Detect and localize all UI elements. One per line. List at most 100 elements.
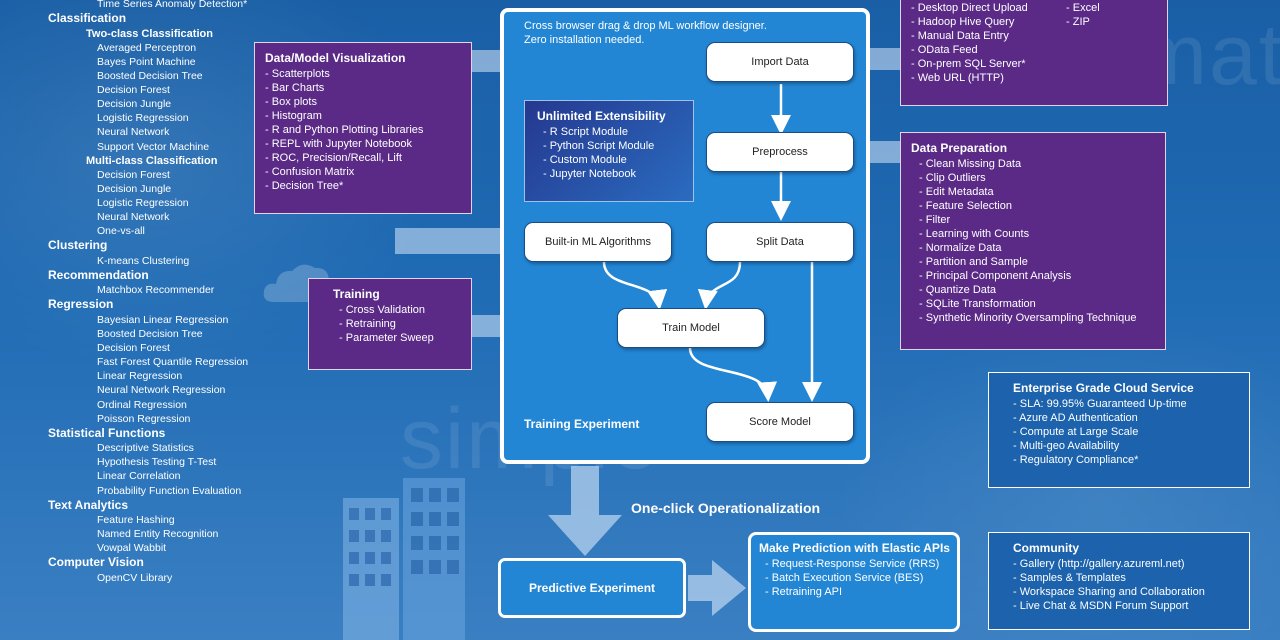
visualization-list: ScatterplotsBar ChartsBox plotsHistogram… [265, 67, 461, 193]
node-split-data[interactable]: Split Data [706, 222, 854, 262]
node-import-data[interactable]: Import Data [706, 42, 854, 82]
visualization-item: REPL with Jupyter Notebook [265, 137, 461, 151]
community-item: Gallery (http://gallery.azureml.net) [1013, 557, 1239, 571]
catalog-item: Vowpal Wabbit [97, 542, 167, 555]
visualization-item: R and Python Plotting Libraries [265, 123, 461, 137]
training-experiment-panel: Cross browser drag & drop ML workflow de… [500, 8, 870, 464]
building-icon [343, 478, 465, 640]
visualization-item: Bar Charts [265, 81, 461, 95]
catalog-item: Decision Forest [97, 342, 170, 355]
catalog-item: Feature Hashing [97, 514, 175, 527]
visualization-item: Box plots [265, 95, 461, 109]
catalog-item: Neural Network [97, 126, 170, 139]
catalog-item: Decision Forest [97, 168, 170, 181]
catalog-item: Linear Correlation [97, 470, 181, 483]
extensibility-item: Custom Module [543, 153, 681, 167]
cloud-service-item: SLA: 99.95% Guaranteed Up-time [1013, 397, 1239, 411]
data-sources-box: Desktop Direct UploadHadoop Hive QueryMa… [900, 0, 1168, 106]
catalog-item: Descriptive Statistics [97, 442, 194, 455]
visualization-item: Histogram [265, 109, 461, 123]
node-score-model[interactable]: Score Model [706, 402, 854, 442]
panel-label: Training Experiment [524, 417, 640, 431]
catalog-heading: Statistical Functions [48, 425, 166, 440]
cloud-service-item: Compute at Large Scale [1013, 425, 1239, 439]
node-built-in-ml-algorithms[interactable]: Built-in ML Algorithms [524, 222, 672, 262]
catalog-item: OpenCV Library [97, 571, 173, 584]
visualization-box: Data/Model Visualization ScatterplotsBar… [254, 42, 472, 214]
visualization-item: Scatterplots [265, 67, 461, 81]
catalog-item: Logistic Regression [97, 112, 189, 125]
catalog-item: Boosted Decision Tree [97, 70, 203, 82]
training-title: Training [333, 287, 380, 301]
extensibility-item: Python Script Module [543, 139, 681, 153]
catalog-item: Matchbox Recommender [97, 284, 215, 297]
catalog-heading: Computer Vision [48, 555, 144, 570]
data-preparation-item: Normalize Data [919, 241, 1155, 255]
data-source-item: OData Feed [911, 43, 1066, 57]
arrow-down-to-predictive [548, 466, 622, 556]
make-prediction-list: Request-Response Service (RRS)Batch Exec… [759, 557, 949, 599]
catalog-item: Decision Forest [97, 84, 170, 97]
data-format-item: Excel [1066, 1, 1100, 15]
data-preparation-list: Clean Missing DataClip OutliersEdit Meta… [911, 157, 1155, 325]
catalog-item: Named Entity Recognition [97, 528, 219, 541]
arrow-builtin-to-train [602, 261, 668, 310]
extensibility-item: Jupyter Notebook [543, 167, 681, 181]
visualization-item: ROC, Precision/Recall, Lift [265, 151, 461, 165]
extensibility-box: Unlimited Extensibility R Script ModuleP… [524, 100, 694, 202]
catalog-item: Time Series Anomaly Detection* [97, 0, 248, 11]
visualization-item: Confusion Matrix [265, 165, 461, 179]
catalog-heading: Text Analytics [48, 497, 129, 512]
one-click-operationalization-label: One-click Operationalization [631, 500, 821, 516]
catalog-item: Boosted Decision Tree [97, 328, 203, 340]
make-prediction-title: Make Prediction with Elastic APIs [759, 541, 950, 555]
cloud-service-item: Azure AD Authentication [1013, 411, 1239, 425]
panel-description: Cross browser drag & drop ML workflow de… [524, 19, 824, 47]
catalog-item: Poisson Regression [97, 412, 191, 425]
training-item: Parameter Sweep [339, 331, 461, 345]
catalog-item: Ordinal Regression [97, 398, 187, 411]
visualization-item: Decision Tree* [265, 179, 461, 193]
prediction-api-item: Batch Execution Service (BES) [765, 571, 949, 585]
data-preparation-item: Filter [919, 213, 1155, 227]
catalog-heading: Recommendation [48, 267, 149, 282]
algorithm-catalog: Principal Component Analysis-Based Anoma… [0, 0, 260, 640]
data-source-item: Manual Data Entry [911, 29, 1066, 43]
catalog-item: Linear Regression [97, 370, 183, 383]
data-preparation-item: SQLite Transformation [919, 297, 1155, 311]
cloud-service-box: Enterprise Grade Cloud Service SLA: 99.9… [988, 372, 1250, 488]
make-prediction-box: Make Prediction with Elastic APIs Reques… [748, 532, 960, 632]
catalog-item: Fast Forest Quantile Regression [97, 356, 249, 369]
node-train-model[interactable]: Train Model [617, 308, 765, 348]
arrow-train-to-score [688, 347, 778, 402]
cloud-service-title: Enterprise Grade Cloud Service [1013, 381, 1194, 395]
catalog-item: One-vs-all [97, 225, 145, 238]
data-preparation-title: Data Preparation [911, 141, 1008, 155]
panel-description-line-1: Cross browser drag & drop ML workflow de… [524, 20, 767, 32]
cloud-service-item: Multi-geo Availability [1013, 439, 1239, 453]
community-title: Community [1013, 541, 1079, 555]
catalog-item: Hypothesis Testing T-Test [97, 456, 217, 469]
data-preparation-box: Data Preparation Clean Missing DataClip … [900, 132, 1166, 350]
data-sources-list: Desktop Direct UploadHadoop Hive QueryMa… [911, 1, 1066, 85]
catalog-item: Neural Network Regression [97, 384, 226, 397]
catalog-item: Logistic Regression [97, 196, 189, 209]
data-preparation-item: Edit Metadata [919, 185, 1155, 199]
data-preparation-item: Clean Missing Data [919, 157, 1155, 171]
data-preparation-item: Quantize Data [919, 283, 1155, 297]
catalog-item: Bayesian Linear Regression [97, 313, 229, 326]
catalog-heading: Clustering [48, 238, 108, 253]
predictive-experiment-box[interactable]: Predictive Experiment [498, 558, 686, 618]
catalog-item: Decision Jungle [97, 182, 172, 195]
catalog-heading: Two-class Classification [86, 27, 213, 40]
catalog-item: Neural Network [97, 211, 170, 223]
extensibility-list: R Script ModulePython Script ModuleCusto… [537, 125, 681, 181]
data-source-item: Web URL (HTTP) [911, 71, 1066, 85]
data-preparation-item: Clip Outliers [919, 171, 1155, 185]
node-preprocess[interactable]: Preprocess [706, 132, 854, 172]
data-formats-list: ExcelZIP [1066, 1, 1100, 85]
training-item: Retraining [339, 317, 461, 331]
catalog-item: K-means Clustering [97, 254, 190, 267]
data-preparation-item: Learning with Counts [919, 227, 1155, 241]
